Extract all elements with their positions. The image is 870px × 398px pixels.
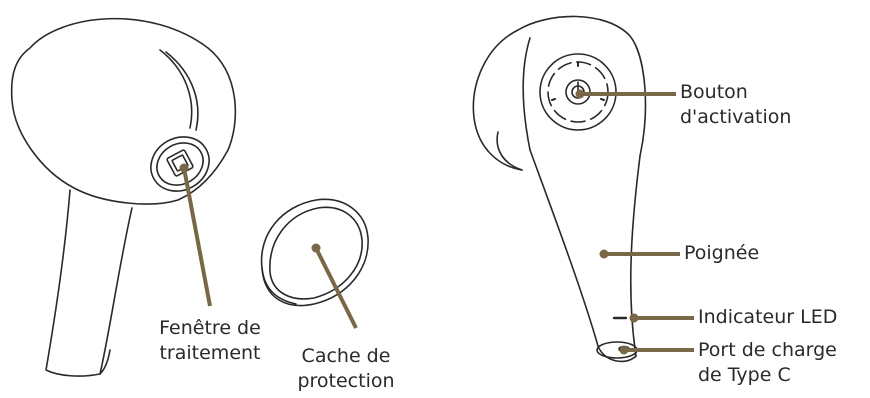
label-processing-window: Fenêtre de traitement: [140, 316, 280, 366]
leader-handle: [599, 249, 680, 259]
label-activation-button-line2: d'activation: [680, 106, 792, 128]
label-protective-cover-line1: Cache de: [301, 345, 391, 367]
leader-led-indicator: [629, 313, 694, 323]
label-protective-cover: Cache de protection: [290, 344, 402, 394]
label-charging-port: Port de charge de Type C: [698, 338, 837, 388]
leader-processing-window: [179, 163, 212, 307]
protective-cover-illustration: [260, 198, 369, 307]
label-activation-button: Bouton d'activation: [680, 80, 791, 130]
leader-activation-button: [575, 89, 676, 99]
leader-protective-cover: [311, 243, 358, 329]
label-protective-cover-line2: protection: [297, 370, 395, 392]
leader-charging-port: [619, 345, 694, 355]
processing-window-shape: [150, 136, 210, 192]
label-processing-window-line1: Fenêtre de: [159, 317, 261, 339]
label-handle: Poignée: [684, 242, 760, 264]
label-activation-button-line1: Bouton: [680, 81, 748, 103]
label-led-indicator: Indicateur LED: [698, 306, 838, 328]
right-earbud-illustration: [472, 15, 647, 363]
label-processing-window-line2: traitement: [159, 342, 261, 364]
label-charging-port-line1: Port de charge: [698, 339, 837, 361]
label-charging-port-line2: de Type C: [698, 364, 791, 386]
